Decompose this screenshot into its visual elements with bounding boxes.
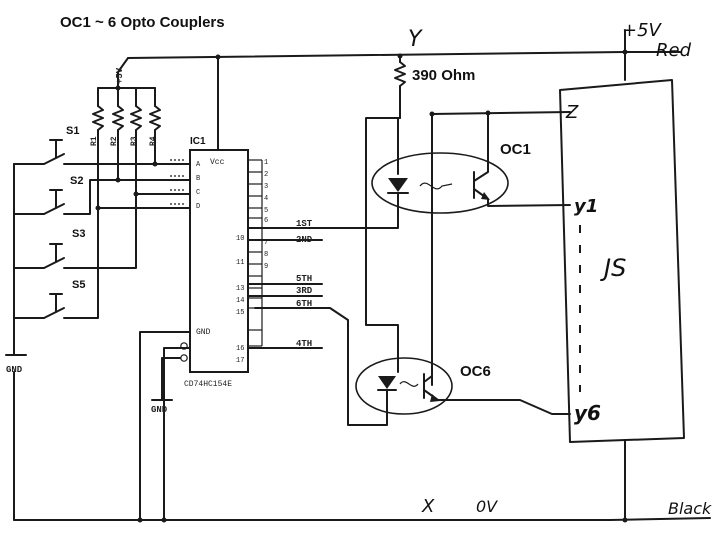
pin-number: 7 [264, 239, 268, 247]
pin-number: 6 [264, 217, 268, 225]
anode-feed [365, 117, 401, 343]
pin-number: 8 [264, 251, 268, 259]
switch-s1 [13, 139, 156, 165]
supply-rail [127, 51, 681, 59]
y-top-label: Y [408, 27, 423, 52]
left-gnd-label: GND [6, 365, 23, 375]
pin-number: 2 [264, 171, 268, 179]
oc1-cathode-to-1st [254, 192, 399, 229]
resistor-label-r1: R1 [90, 136, 99, 146]
chip-gnd-pads [180, 342, 188, 362]
switch-s5 [13, 207, 99, 319]
oc1-package [371, 152, 509, 214]
oc6-collector [423, 367, 433, 383]
oc6-emitter-to-y6 [423, 389, 571, 415]
switch-s2 [13, 179, 119, 215]
oc1-emitter-arrow-icon [481, 192, 490, 200]
oc6-package [355, 357, 453, 415]
output-label-6th: 6TH [296, 299, 312, 309]
switch-label-s3: S3 [72, 228, 85, 240]
switch-s3 [13, 193, 137, 269]
red-wire-label: Red [656, 40, 692, 61]
oc1-emitter-to-y1 [473, 188, 571, 207]
vcc-pin-label: Vcc [210, 158, 225, 167]
oc1-collector [473, 113, 489, 182]
y6-label: y6 [574, 401, 601, 425]
pin-number: 14 [236, 297, 244, 305]
oc6-cathode-to-6th [254, 307, 388, 426]
oc1-light-arrow-icon [419, 182, 453, 190]
resistor-r4 [149, 87, 161, 165]
switch-label-s1: S1 [66, 125, 79, 137]
ic1-label: IC1 [190, 136, 206, 147]
pin-number: 16 [236, 345, 244, 353]
pin-number: 13 [236, 285, 244, 293]
pin-number: 11 [236, 259, 244, 267]
switch-label-s2: S2 [70, 175, 83, 187]
resistor-label-r3: R3 [130, 136, 139, 146]
output-label-4th: 4TH [296, 339, 312, 349]
pin-number: 5 [264, 207, 268, 215]
z-label: Z [565, 102, 579, 123]
ground-rail [13, 517, 711, 521]
joystick-box [559, 79, 685, 443]
pin-number: 15 [236, 309, 244, 317]
pin-number: 10 [236, 235, 244, 243]
oc1-label: OC1 [500, 141, 531, 158]
chip-gnd-lead [139, 331, 191, 521]
y1-label: y1 [574, 196, 598, 217]
pin-number: 4 [264, 195, 268, 203]
oc6-emitter-arrow-icon [430, 394, 440, 402]
zero-volt-label: 0V [476, 497, 498, 516]
oc1-led-icon [388, 178, 408, 192]
pin-number: 3 [264, 183, 268, 191]
oc6-led-icon [378, 376, 396, 389]
resistor-390 [394, 61, 406, 87]
schematic-title: OC1 ~ 6 Opto Couplers [60, 14, 225, 31]
resistor-label-r2: R2 [110, 136, 119, 146]
pullup-supply-label: +5V [115, 67, 125, 84]
chip-input-a: A [196, 161, 201, 169]
output-pin-stubs [248, 159, 263, 347]
resistor-label-r4: R4 [149, 136, 158, 146]
resistor-r1 [92, 87, 104, 209]
gnd-pin-label: GND [196, 328, 211, 337]
chip-gnd-drop [161, 357, 181, 401]
junction-dots [95, 49, 628, 523]
switch-label-s5: S5 [72, 279, 85, 291]
output-label-5th: 5TH [296, 274, 312, 284]
chip-input-b: B [196, 175, 200, 183]
pullup-supply-lead [117, 57, 129, 89]
output-label-1st: 1ST [296, 219, 313, 229]
pin-number: 9 [264, 263, 268, 271]
resistor-r3 [130, 87, 142, 195]
black-wire-label: Black [668, 499, 712, 518]
pin-number: 17 [236, 357, 244, 365]
chip-gnd-label: GND [151, 405, 168, 415]
js-label: JS [600, 254, 626, 282]
supply-label: +5V [622, 20, 663, 41]
input-pin-dots [170, 159, 186, 205]
chip-input-d: D [196, 203, 200, 211]
chip-part-number: CD74HC154E [184, 380, 232, 389]
x-label: X [421, 496, 435, 517]
output-label-2nd: 2ND [296, 235, 313, 245]
pin-number: 1 [264, 159, 268, 167]
z-line [431, 111, 571, 115]
output-label-3rd: 3RD [296, 286, 313, 296]
resistor-value: 390 Ohm [412, 67, 475, 84]
chip-input-c: C [196, 189, 200, 197]
oc6-light-arrow-icon [399, 381, 419, 387]
resistor-r2 [112, 87, 124, 181]
oc6-label: OC6 [460, 363, 491, 380]
chip-enable-lead [163, 347, 191, 521]
